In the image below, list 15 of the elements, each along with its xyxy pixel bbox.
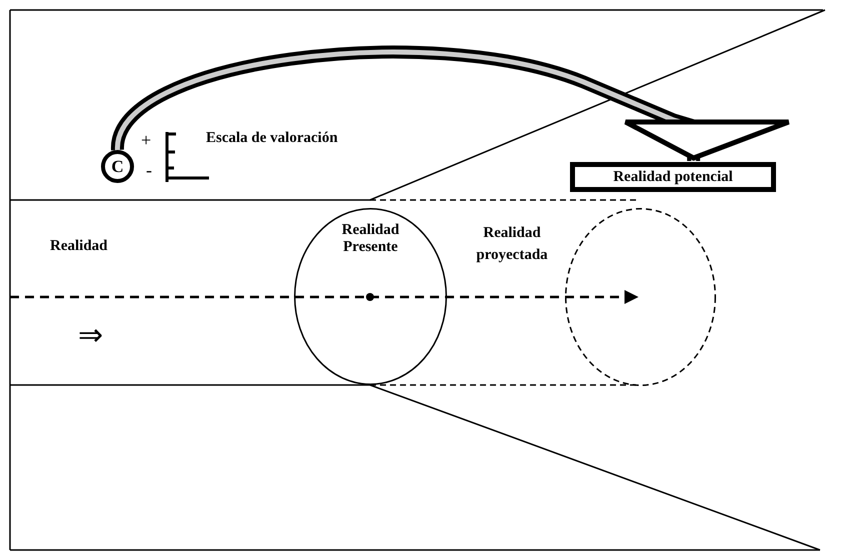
scale-label: Escala de valoración: [206, 130, 338, 147]
node-label: Realidad potencial: [613, 168, 733, 186]
node-label: Realidad Presente: [340, 222, 400, 256]
minus-sign: -: [146, 160, 152, 181]
region-label: Realidad proyectada: [475, 224, 549, 265]
solid-ellipse: [294, 208, 447, 385]
process-box: [570, 162, 776, 192]
dashed-ellipse: [565, 208, 716, 386]
dashed-arrow: [10, 290, 638, 304]
node-label: C: [111, 156, 124, 176]
curved-arrow: [111, 46, 792, 161]
region-label: Realidad: [50, 238, 108, 255]
direction-arrow: ⇒: [78, 318, 104, 353]
plus-sign: +: [141, 130, 152, 151]
circle-node: [101, 150, 134, 183]
